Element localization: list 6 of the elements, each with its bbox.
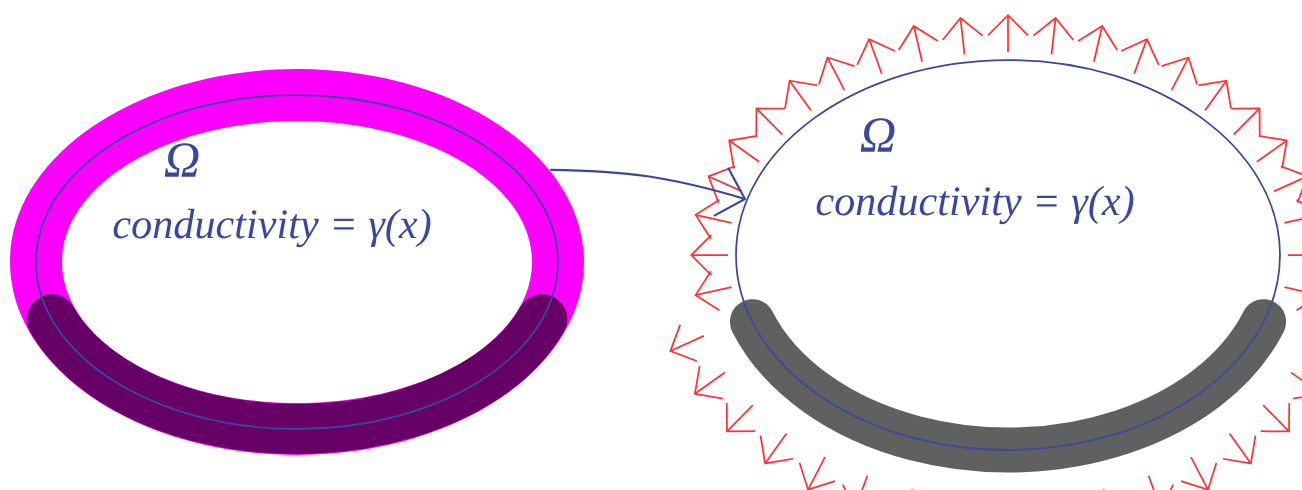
handwritten-label: conductivity = γ(x) bbox=[113, 208, 431, 248]
handwritten-label: conductivity = γ(x) bbox=[816, 185, 1134, 225]
handwritten-label: Ω bbox=[164, 143, 199, 177]
arrow bbox=[550, 167, 747, 217]
domain-ellipse bbox=[729, 59, 1287, 473]
handwritten-label: Ω bbox=[860, 118, 895, 152]
